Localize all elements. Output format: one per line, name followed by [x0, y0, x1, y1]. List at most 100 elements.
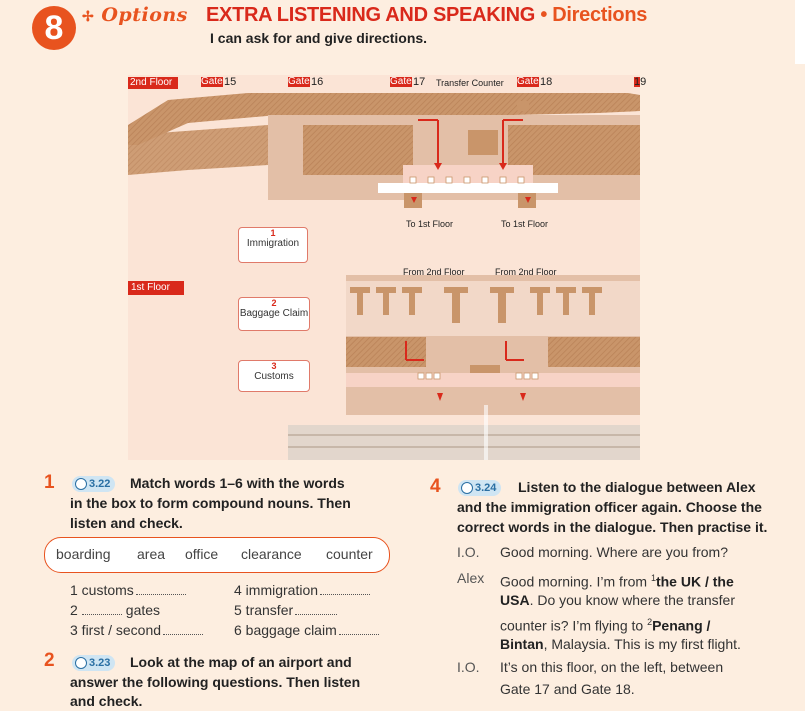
- answer-blank-4[interactable]: [320, 584, 371, 595]
- title-bullet: •: [540, 4, 548, 26]
- item-3-text: 3 first / second: [70, 622, 162, 638]
- exercise-2-instruction-line3: and check.: [70, 693, 143, 709]
- exercise-4-number: 4: [430, 476, 441, 497]
- audio-track-3-22[interactable]: 3.22: [72, 476, 116, 492]
- gate-prefix-16: Gate: [288, 76, 310, 87]
- answer-blank-6[interactable]: [338, 624, 379, 635]
- immigration-number: 1: [270, 228, 276, 238]
- customs-number: 3: [271, 361, 277, 371]
- immigration-label: 1 Immigration: [238, 227, 308, 263]
- dialogue-line-5-text: , Malaysia. This is my first flight.: [543, 636, 741, 652]
- first-floor-label: 1st Floor: [131, 282, 170, 293]
- answer-blank-2[interactable]: [81, 604, 122, 615]
- answer-blank-5[interactable]: [295, 604, 338, 615]
- exercise-2-number: 2: [44, 650, 55, 671]
- audio-track-3-23[interactable]: 3.23: [72, 655, 116, 671]
- word-clearance: clearance: [241, 546, 302, 562]
- item-1-text: 1 customs: [70, 582, 134, 598]
- dialogue-line-3: USA. Do you know where the transfer: [500, 589, 735, 611]
- unit-badge: 8: [32, 6, 76, 50]
- gate-15: 15: [224, 76, 237, 88]
- gate-prefix-17: Gate: [390, 76, 412, 87]
- gate-16: 16: [311, 76, 324, 88]
- flower-icon: ✢: [82, 9, 95, 25]
- gate-17: 17: [413, 76, 426, 88]
- from-second-floor-left: From 2nd Floor: [403, 267, 465, 277]
- item-6: 6 baggage claim: [234, 622, 379, 638]
- exercise-4-instruction-line2: and the immigration officer again. Choos…: [457, 499, 762, 515]
- answer-blank-3[interactable]: [163, 624, 204, 635]
- transfer-counter-label: Transfer Counter: [436, 78, 504, 88]
- choice-1-option-b[interactable]: USA: [500, 592, 530, 608]
- speaker-io-2: I.O.: [457, 659, 480, 675]
- dialogue-line-7: Gate 17 and Gate 18.: [500, 681, 635, 697]
- exercise-1-instruction-line2: in the box to form compound nouns. Then: [70, 495, 351, 511]
- section-title-sub: Directions: [552, 4, 648, 26]
- dialogue-line-4-text: counter is? I’m flying to: [500, 617, 648, 634]
- exercise-1-number: 1: [44, 472, 55, 493]
- airport-map: 2nd Floor 1st Floor Gate 15 Gate 16 Gate…: [128, 75, 646, 460]
- dialogue-line-2-text: Good morning. I’m from: [500, 573, 651, 590]
- gate-18: 18: [540, 76, 553, 88]
- can-do-statement: I can ask for and give directions.: [210, 30, 428, 46]
- speaker-io-1: I.O.: [457, 544, 480, 560]
- word-area: area: [137, 546, 166, 562]
- choice-2-number: 2: [647, 617, 653, 627]
- dialogue-line-4: counter is? I’m flying to 2Penang /: [500, 611, 710, 637]
- dialogue-line-3-text: . Do you know where the transfer: [529, 592, 735, 608]
- item-2-number: 2: [70, 602, 78, 618]
- item-4: 4 immigration: [234, 582, 371, 598]
- item-6-text: 6 baggage claim: [234, 622, 337, 638]
- answer-blank-1[interactable]: [135, 584, 186, 595]
- exercise-4-instruction-line1: Listen to the dialogue between Alex: [518, 479, 756, 495]
- first-floor-plan: [128, 275, 640, 460]
- gate-prefix-18: Gate: [517, 76, 539, 87]
- gate-19: 19: [634, 76, 647, 88]
- gate-prefix-15: Gate: [201, 76, 223, 87]
- to-first-floor-left: To 1st Floor: [406, 219, 454, 229]
- dialogue-line-1: Good morning. Where are you from?: [500, 544, 728, 560]
- item-2: 2 gates: [70, 602, 160, 618]
- dialogue-line-2: Good morning. I’m from 1the UK / the: [500, 567, 734, 593]
- item-1: 1 customs: [70, 582, 186, 598]
- second-floor-label: 2nd Floor: [130, 77, 173, 88]
- item-5: 5 transfer: [234, 602, 338, 618]
- exercise-4-instruction-line3: correct words in the dialogue. Then prac…: [457, 519, 768, 535]
- exercise-2-instruction-line2: answer the following questions. Then lis…: [70, 674, 361, 690]
- baggage-claim-text: Baggage Claim: [239, 308, 309, 319]
- customs-text: Customs: [254, 371, 294, 382]
- exercise-2-instruction-line1: Look at the map of an airport and: [130, 654, 352, 670]
- options-label: Options: [101, 4, 188, 26]
- options-logo: ✢ Options: [82, 4, 188, 26]
- baggage-claim-label: 2 Baggage Claim: [238, 297, 310, 331]
- section-title-main: EXTRA LISTENING AND SPEAKING: [206, 4, 536, 26]
- exercise-1-instruction-line3: listen and check.: [70, 515, 183, 531]
- item-5-text: 5 transfer: [234, 602, 294, 618]
- choice-2-option-b[interactable]: Bintan: [500, 636, 544, 652]
- baggage-claim-number: 2: [271, 298, 277, 308]
- airport-map-drawing: [128, 75, 640, 460]
- word-counter: counter: [326, 546, 373, 562]
- speaker-alex: Alex: [457, 570, 485, 586]
- page-edge: [795, 0, 805, 64]
- item-3: 3 first / second: [70, 622, 204, 638]
- second-floor-plan: [128, 93, 640, 208]
- choice-2-options[interactable]: Penang /: [652, 617, 711, 634]
- to-first-floor-right: To 1st Floor: [501, 219, 549, 229]
- immigration-text: Immigration: [246, 238, 300, 249]
- item-2-text: gates: [125, 602, 161, 618]
- audio-track-3-24[interactable]: 3.24: [458, 480, 502, 496]
- dialogue-line-6: It’s on this floor, on the left, between: [500, 659, 724, 675]
- gate-labels: [201, 77, 640, 87]
- word-boarding: boarding: [56, 546, 111, 562]
- word-office: office: [185, 546, 219, 562]
- second-floor-tag: [128, 77, 178, 89]
- dialogue-line-5: Bintan, Malaysia. This is my first fligh…: [500, 633, 741, 655]
- word-box: boarding area office clearance counter: [44, 537, 390, 573]
- choice-1-options[interactable]: the UK / the: [655, 573, 734, 590]
- from-second-floor-right: From 2nd Floor: [495, 267, 557, 277]
- item-4-text: 4 immigration: [234, 582, 319, 598]
- exercise-1-instruction-line1: Match words 1–6 with the words: [130, 475, 345, 491]
- customs-label: 3 Customs: [238, 360, 310, 392]
- choice-1-number: 1: [650, 573, 656, 583]
